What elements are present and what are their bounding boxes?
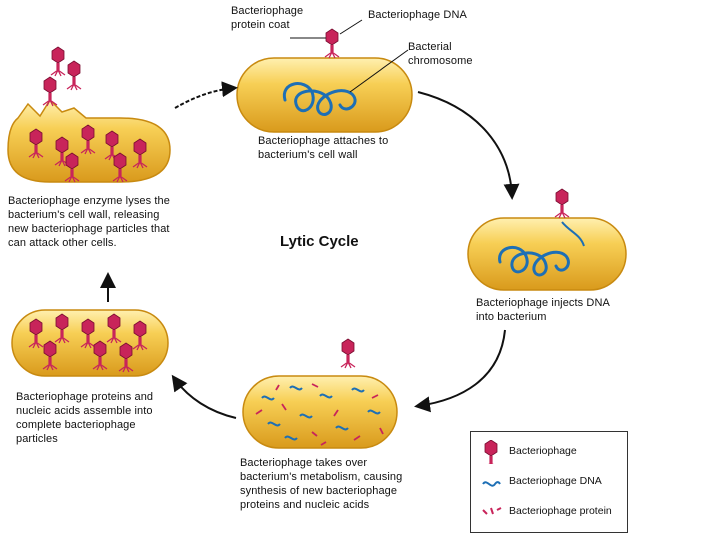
label-takeover: Bacteriophage takes over bacterium's met… bbox=[240, 457, 403, 511]
label-assemble: Bacteriophage proteins and nucleic acids… bbox=[16, 391, 154, 445]
label-bacteriophage-dna: Bacteriophage DNA bbox=[368, 9, 467, 21]
legend-label-phage: Bacteriophage bbox=[509, 445, 577, 457]
label-attach: Bacteriophage attaches to bacterium's ce… bbox=[258, 135, 389, 161]
label-bacterial-chromosome: Bacterial chromosome bbox=[408, 41, 473, 67]
legend-row-dna: Bacteriophage DNA bbox=[471, 470, 627, 494]
arrow-takeover-to-assemble bbox=[171, 374, 237, 419]
legend-label-dna: Bacteriophage DNA bbox=[509, 475, 602, 487]
legend-label-protein: Bacteriophage protein bbox=[509, 505, 612, 517]
dna-icon bbox=[482, 481, 501, 487]
protein-icon bbox=[482, 507, 502, 515]
cell-assemble bbox=[11, 309, 169, 377]
label-inject: Bacteriophage injects DNA into bacterium bbox=[476, 297, 610, 323]
injected-dna bbox=[561, 221, 585, 247]
label-protein-coat: Bacteriophage protein coat bbox=[231, 5, 304, 31]
legend: Bacteriophage Bacteriophage DNA Bacterio… bbox=[470, 431, 628, 533]
diagram-title: Lytic Cycle bbox=[280, 233, 359, 250]
arrow-inject-to-takeover bbox=[414, 329, 506, 413]
legend-row-protein: Bacteriophage protein bbox=[471, 500, 627, 524]
phage-icon bbox=[340, 338, 356, 369]
bacterial-chromosome bbox=[282, 82, 357, 116]
cell-takeover bbox=[242, 338, 398, 449]
label-lyse: Bacteriophage enzyme lyses the bacterium… bbox=[8, 195, 170, 249]
phage-icon bbox=[554, 188, 570, 219]
phage-icon bbox=[324, 28, 340, 59]
bacterial-chromosome-2 bbox=[498, 246, 570, 277]
cycle-arrows bbox=[100, 81, 520, 419]
arrow-attach-to-inject bbox=[417, 91, 520, 200]
cell-inject bbox=[467, 188, 627, 291]
cell-attach bbox=[236, 28, 413, 133]
arrow-lyse-to-attach bbox=[174, 81, 238, 109]
legend-row-phage: Bacteriophage bbox=[471, 440, 627, 464]
cell-lysed bbox=[7, 46, 171, 183]
phage-icon bbox=[483, 440, 499, 464]
pointer-lines bbox=[290, 19, 409, 93]
